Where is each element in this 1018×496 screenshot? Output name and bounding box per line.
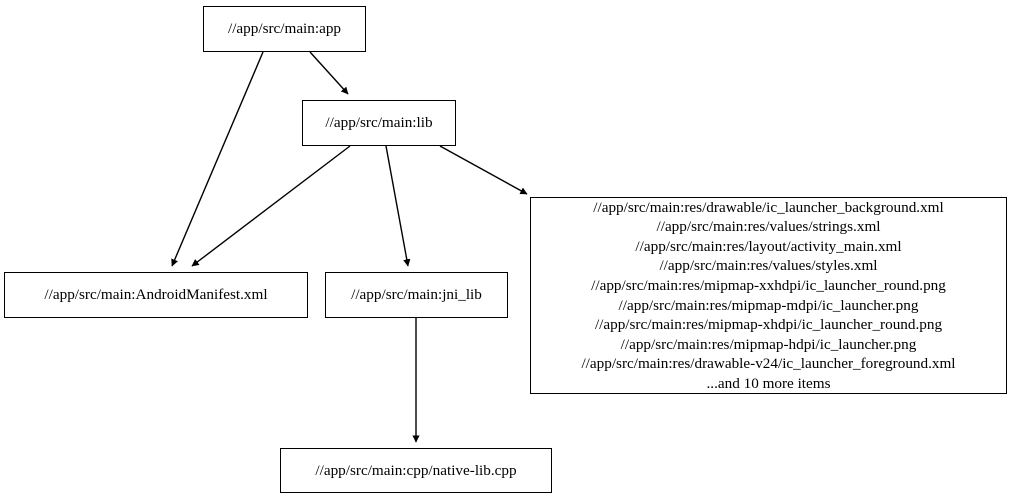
graph-node-app-label: //app/src/main:app [227, 20, 342, 38]
graph-node-resources-label: //app/src/main:res/drawable/ic_launcher_… [581, 198, 956, 392]
graph-node-jni-lib[interactable]: //app/src/main:jni_lib [325, 272, 508, 318]
edge-lib-to-jni-lib [385, 145, 411, 267]
graph-node-jni-lib-label: //app/src/main:jni_lib [351, 286, 482, 304]
graph-node-resources[interactable]: //app/src/main:res/drawable/ic_launcher_… [530, 197, 1007, 394]
graph-node-lib[interactable]: //app/src/main:lib [302, 100, 456, 146]
graph-node-android-manifest-label: //app/src/main:AndroidManifest.xml [44, 286, 268, 304]
graph-node-lib-label: //app/src/main:lib [325, 114, 433, 132]
edge-app-to-manifest [171, 51, 264, 267]
graph-node-native-lib-cpp[interactable]: //app/src/main:cpp/native-lib.cpp [280, 448, 552, 493]
edge-lib-to-manifest [191, 145, 351, 267]
edge-lib-to-resources [439, 145, 528, 195]
edge-app-to-lib [309, 51, 349, 95]
graph-node-app[interactable]: //app/src/main:app [203, 6, 366, 52]
graph-node-native-lib-cpp-label: //app/src/main:cpp/native-lib.cpp [315, 461, 517, 479]
graph-node-android-manifest[interactable]: //app/src/main:AndroidManifest.xml [4, 272, 308, 318]
